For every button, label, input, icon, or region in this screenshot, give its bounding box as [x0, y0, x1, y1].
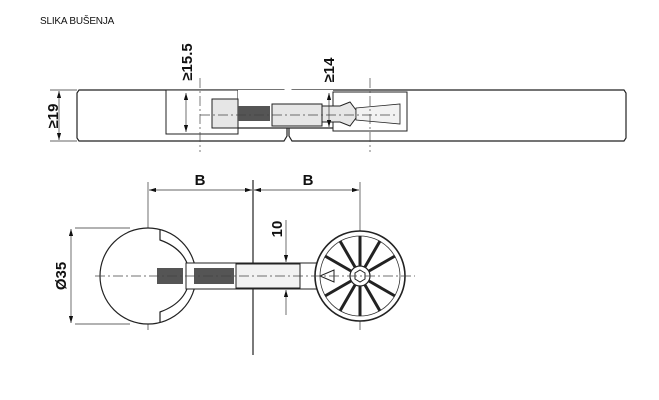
dim-cam-diameter-label: Ø35 — [53, 262, 70, 290]
drawing-title: SLIKA BUŠENJA — [40, 16, 115, 27]
bolt-thread — [194, 268, 234, 284]
section-view: ≥19 ≥15.5 ≥14 — [45, 43, 627, 152]
dim-bolt-diameter-label: 10 — [269, 221, 286, 238]
dim-hole-depth-right-label: ≥14 — [321, 57, 338, 83]
dim-hole-depth-left-label: ≥15.5 — [179, 43, 196, 80]
dim-spacing-left-label: B — [195, 172, 206, 189]
bolt-thread — [238, 106, 270, 121]
connector-head — [321, 101, 357, 127]
connector-body — [355, 103, 401, 125]
dim-spacing-right-label: B — [303, 172, 314, 189]
dim-board-thickness-label: ≥19 — [45, 104, 62, 129]
cam-body — [211, 98, 239, 129]
plan-view: B B Ø35 10 — [53, 172, 415, 355]
